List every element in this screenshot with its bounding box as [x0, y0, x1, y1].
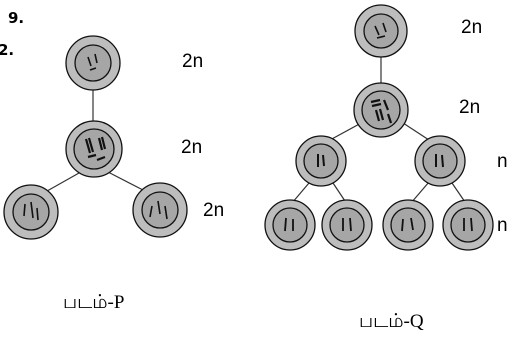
- cell-q-third-left: [295, 135, 347, 187]
- ploidy-label: 2n: [459, 97, 480, 118]
- cell-q-second: [353, 82, 409, 138]
- cell-q-fourth-1: [264, 199, 316, 251]
- cell-q-third-right: [414, 135, 466, 187]
- figure-q: 2n 2n n n படம்-Q: [264, 4, 508, 332]
- ploidy-label: 2n: [181, 137, 202, 158]
- chromosomes: [342, 217, 352, 232]
- chromosomes: [435, 154, 444, 168]
- chromosomes: [149, 200, 168, 220]
- cell-q-fourth-4: [442, 199, 494, 251]
- ploidy-label: 2n: [182, 51, 203, 72]
- chromosome-pairs: [84, 136, 107, 162]
- ploidy-label: 2n: [461, 17, 482, 38]
- cell-p-bottom-left: [3, 184, 59, 240]
- chromosome-threads: [87, 53, 98, 71]
- connector-line: [329, 121, 364, 141]
- ploidy-label: n: [497, 151, 508, 172]
- chromosomes: [401, 217, 414, 232]
- chromosomes: [463, 217, 473, 232]
- cell-p-bottom-right: [132, 182, 188, 238]
- figure-caption: படம்-Q: [359, 311, 424, 332]
- cell-q-fourth-2: [321, 199, 373, 251]
- question-sub-number: 2.: [0, 41, 14, 59]
- chromosomes: [317, 154, 325, 167]
- cell-q-fourth-3: [382, 199, 434, 251]
- connector-line: [291, 182, 310, 204]
- cell-q-top: [354, 4, 408, 58]
- ploidy-label: 2n: [203, 200, 224, 221]
- chromosome-pairs: [370, 98, 393, 124]
- chromosome-threads: [374, 22, 387, 39]
- connector-line: [107, 171, 144, 191]
- figure-caption: படம்-P: [63, 292, 124, 313]
- ploidy-label: n: [497, 215, 508, 236]
- chromosomes: [284, 217, 294, 232]
- question-number: 9.: [8, 9, 24, 27]
- cell-p-top: [65, 35, 121, 91]
- connector-line: [410, 181, 430, 204]
- chromosomes: [23, 201, 39, 221]
- connector-line: [451, 182, 466, 203]
- connector-line: [399, 120, 430, 141]
- figure-p: 2n 2n 2n படம்-P: [3, 35, 224, 313]
- connector-line: [332, 182, 346, 202]
- cell-p-middle: [65, 120, 123, 178]
